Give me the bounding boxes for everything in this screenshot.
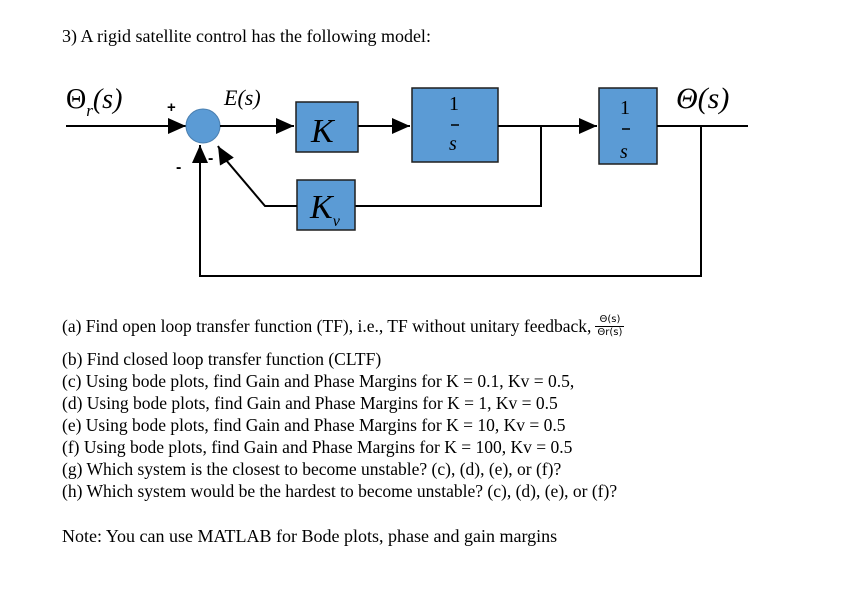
- input-sub: r: [86, 101, 93, 120]
- integrator-block-2: [598, 87, 658, 165]
- input-theta: Θ: [66, 84, 86, 115]
- integrator-1-den: s: [449, 133, 457, 155]
- question-a: (a) Find open loop transfer function (TF…: [62, 304, 625, 348]
- minus-sign-inner: -: [208, 150, 213, 167]
- kv-feedback-line: [217, 145, 297, 207]
- question-list: (a) Find open loop transfer function (TF…: [62, 304, 625, 502]
- block-diagram: Θr(s) + E(s) Θ(s) K 1 s 1 s Kv - -: [66, 82, 748, 277]
- question-a-text: (a) Find open loop transfer function (TF…: [62, 316, 592, 336]
- input-label: Θr(s): [66, 84, 122, 120]
- matlab-note: Note: You can use MATLAB for Bode plots,…: [62, 526, 558, 546]
- output-label: Θ(s): [676, 82, 729, 115]
- gain-k-label: K: [310, 113, 336, 150]
- input-arg: (s): [93, 84, 123, 115]
- question-g: (g) Which system is the closest to becom…: [62, 459, 562, 479]
- summing-junction: [185, 108, 221, 144]
- question-c: (c) Using bode plots, find Gain and Phas…: [62, 371, 575, 391]
- outer-feedback-line: [192, 126, 702, 277]
- question-e: (e) Using bode plots, find Gain and Phas…: [62, 415, 566, 435]
- error-label: E(s): [223, 85, 261, 110]
- integrator-2-den: s: [620, 141, 628, 163]
- tf-fraction-den: Θr(s): [597, 326, 623, 338]
- minus-sign-outer: -: [176, 159, 181, 176]
- question-d: (d) Using bode plots, find Gain and Phas…: [62, 393, 558, 413]
- tf-fraction: Θ(s) Θr(s): [595, 314, 625, 339]
- problem-title: 3) A rigid satellite control has the fol…: [62, 26, 431, 46]
- integrator-1-num: 1: [449, 93, 459, 115]
- question-b: (b) Find closed loop transfer function (…: [62, 349, 382, 369]
- integrator-2-num: 1: [620, 97, 630, 119]
- question-f: (f) Using bode plots, find Gain and Phas…: [62, 437, 573, 457]
- question-h: (h) Which system would be the hardest to…: [62, 481, 618, 501]
- tf-fraction-num: Θ(s): [595, 314, 625, 327]
- gain-block-k: [295, 101, 359, 153]
- plus-sign: +: [167, 99, 176, 116]
- kv-pickoff-line: [355, 126, 542, 207]
- gain-kv-label: Kv: [309, 189, 341, 230]
